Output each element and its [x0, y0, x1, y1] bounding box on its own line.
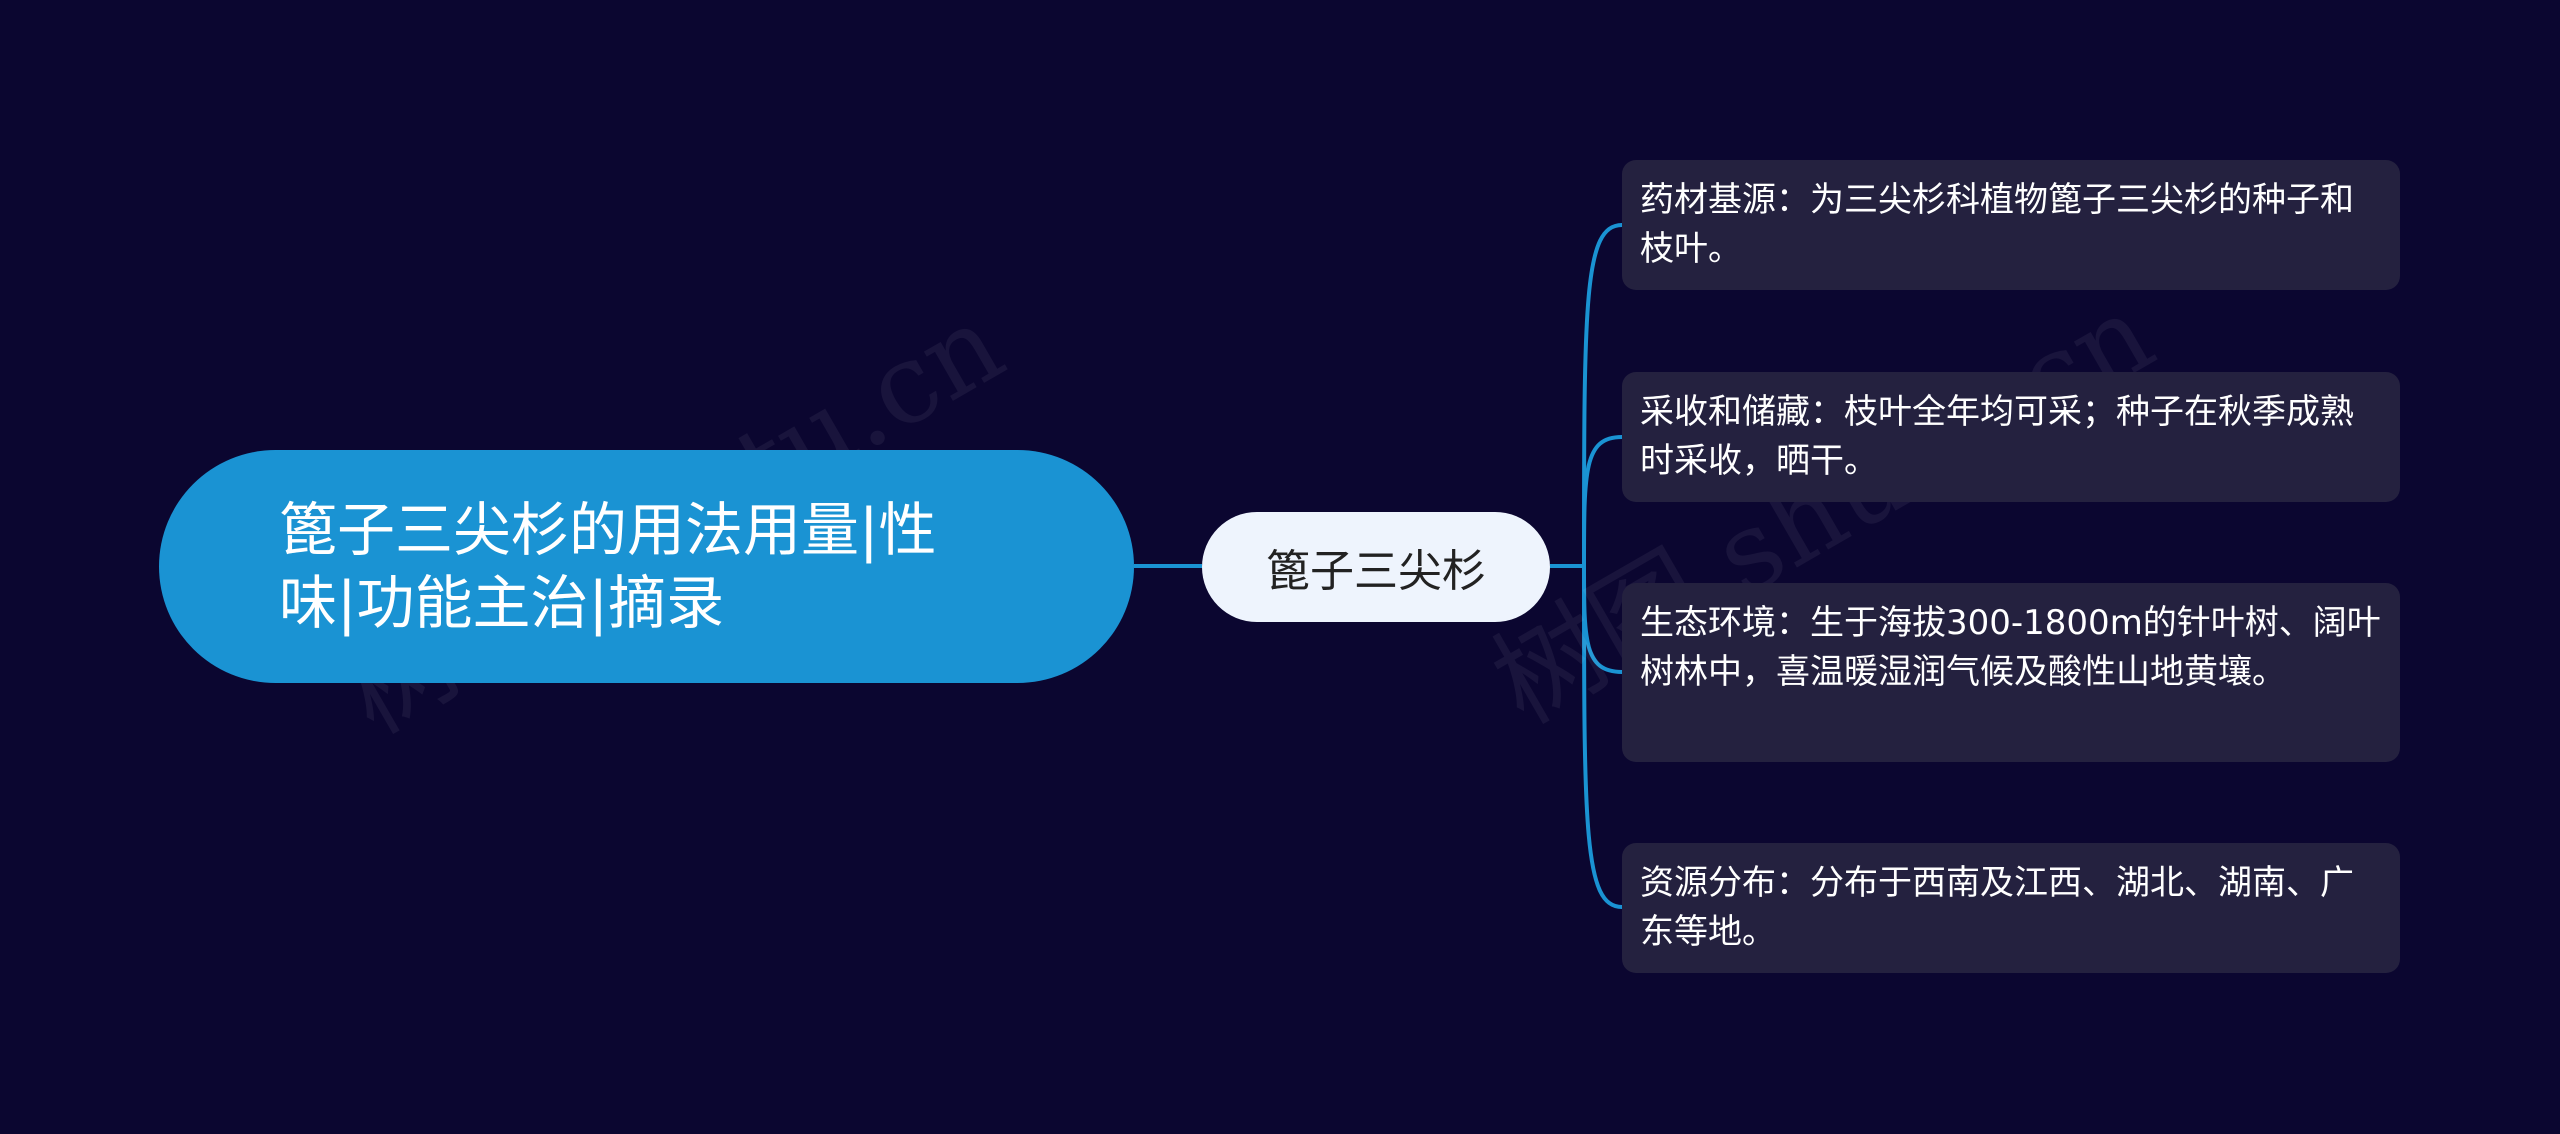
root-topic-label: 篦子三尖杉的用法用量|性味|功能主治|摘录 [279, 496, 937, 637]
branch-node-harvest[interactable]: 采收和储藏：枝叶全年均可采；种子在秋季成熟时采收，晒干。 [1622, 372, 2400, 502]
branch-node-habitat[interactable]: 生态环境：生于海拔300-1800m的针叶树、阔叶树林中，喜温暖湿润气候及酸性山… [1622, 583, 2400, 762]
branch-label: 资源分布：分布于西南及江西、湖北、湖南、广东等地。 [1640, 863, 2354, 953]
branch-connector-2 [1582, 435, 1623, 567]
branch-node-distribution[interactable]: 资源分布：分布于西南及江西、湖北、湖南、广东等地。 [1622, 843, 2400, 973]
center-topic-node[interactable]: 篦子三尖杉 [1202, 512, 1550, 622]
branch-node-source[interactable]: 药材基源：为三尖杉科植物篦子三尖杉的种子和枝叶。 [1622, 160, 2400, 290]
branch-connector-1 [1582, 223, 1623, 567]
branch-connector-3 [1582, 565, 1623, 674]
branch-label: 药材基源：为三尖杉科植物篦子三尖杉的种子和枝叶。 [1640, 180, 2354, 270]
center-topic-label: 篦子三尖杉 [1266, 546, 1486, 597]
branch-label: 采收和储藏：枝叶全年均可采；种子在秋季成熟时采收，晒干。 [1640, 392, 2354, 482]
branch-connector-4 [1582, 565, 1623, 909]
root-topic-node[interactable]: 篦子三尖杉的用法用量|性味|功能主治|摘录 [159, 450, 1134, 683]
branch-label: 生态环境：生于海拔300-1800m的针叶树、阔叶树林中，喜温暖湿润气候及酸性山… [1640, 603, 2381, 693]
